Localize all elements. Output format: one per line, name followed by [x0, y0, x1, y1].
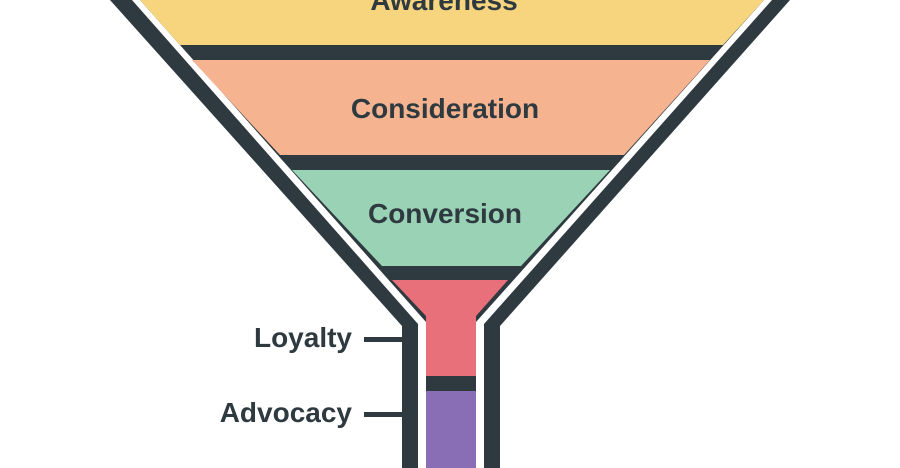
- band-awareness: [140, 0, 764, 45]
- loyalty-label: Loyalty: [253, 322, 352, 353]
- awareness-label: Awareness: [370, 0, 517, 16]
- loyalty-connector: [364, 337, 402, 342]
- consideration-label: Consideration: [351, 93, 539, 124]
- band-advocacy: [426, 391, 476, 468]
- band-consideration: [192, 60, 710, 155]
- conversion-label: Conversion: [368, 198, 522, 229]
- advocacy-label: Advocacy: [219, 397, 352, 428]
- band-loyalty: [392, 280, 508, 376]
- band-conversion: [292, 170, 610, 266]
- advocacy-connector: [364, 412, 402, 417]
